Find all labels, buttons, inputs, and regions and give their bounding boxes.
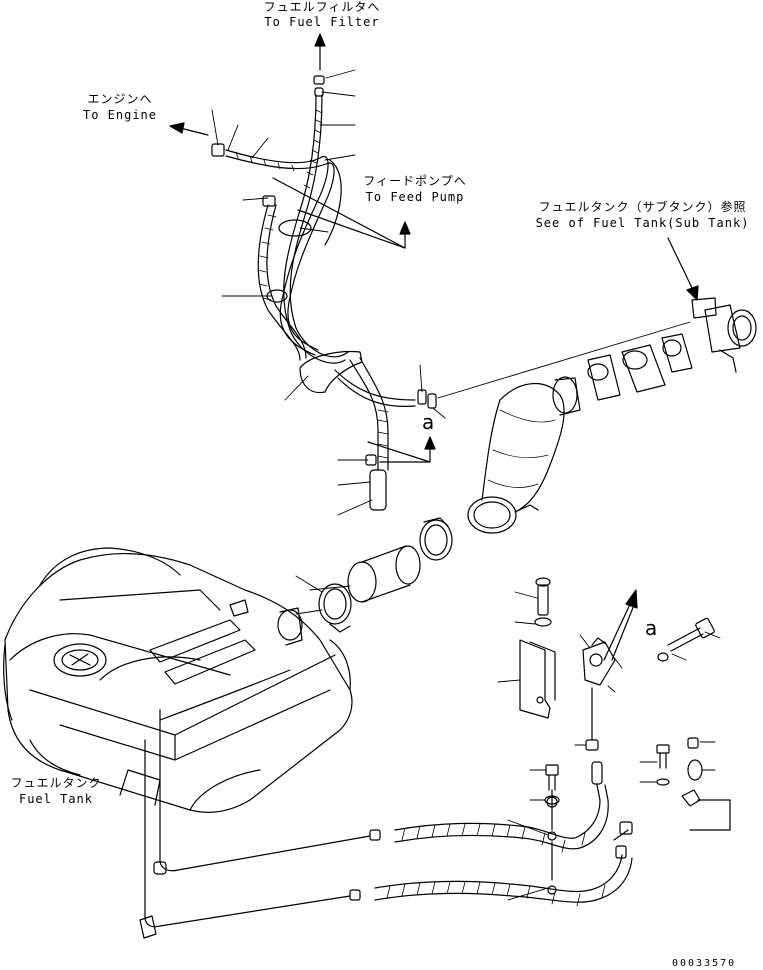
right-hardware <box>544 737 731 831</box>
label-fuel-tank-en: Fuel Tank <box>18 792 94 806</box>
drawing-number: 00033570 <box>672 958 737 969</box>
leader-lines-lower <box>295 575 721 901</box>
filler-hose <box>467 376 581 534</box>
arrow-to-engine <box>169 122 209 136</box>
label-engine-jp: エンジンへ <box>87 92 153 106</box>
reference-mark-a-lower: a <box>645 616 658 640</box>
label-sub-tank-jp: フュエルタンク（サブタンク）参照 <box>538 200 747 214</box>
bracket-assembly <box>519 577 715 751</box>
sleeves <box>587 333 693 401</box>
label-fuel-tank-jp: フュエルタンク <box>10 776 102 790</box>
upper-hose-bundle <box>225 94 416 471</box>
arrow-sub-tank <box>667 237 699 301</box>
label-sub-tank-en: See of Fuel Tank(Sub Tank) <box>535 216 750 230</box>
sub-tank-connector <box>687 289 757 373</box>
lower-hoses <box>349 761 633 907</box>
arrow-to-fuel-filter <box>314 33 326 71</box>
hose-bracket <box>299 350 363 394</box>
label-fuel-filter-en: To Fuel Filter <box>264 15 380 29</box>
label-engine-en: To Engine <box>82 108 158 122</box>
upper-fittings <box>211 75 437 511</box>
label-feed-pump-en: To Feed Pump <box>365 190 465 204</box>
tank-tubes <box>139 709 371 939</box>
arrow-ref-a-lower <box>603 589 638 661</box>
leader-lines-upper <box>211 69 691 516</box>
fuel-tank-body <box>3 547 353 813</box>
lower-clamps <box>546 789 558 895</box>
rubber-sleeve-mid <box>347 545 421 603</box>
reference-mark-a-upper: a <box>422 410 435 434</box>
label-fuel-filter-jp: フュエルフィルタへ <box>263 0 381 14</box>
clamps-mid <box>318 517 453 633</box>
label-feed-pump-jp: フィードポンプへ <box>363 174 467 188</box>
